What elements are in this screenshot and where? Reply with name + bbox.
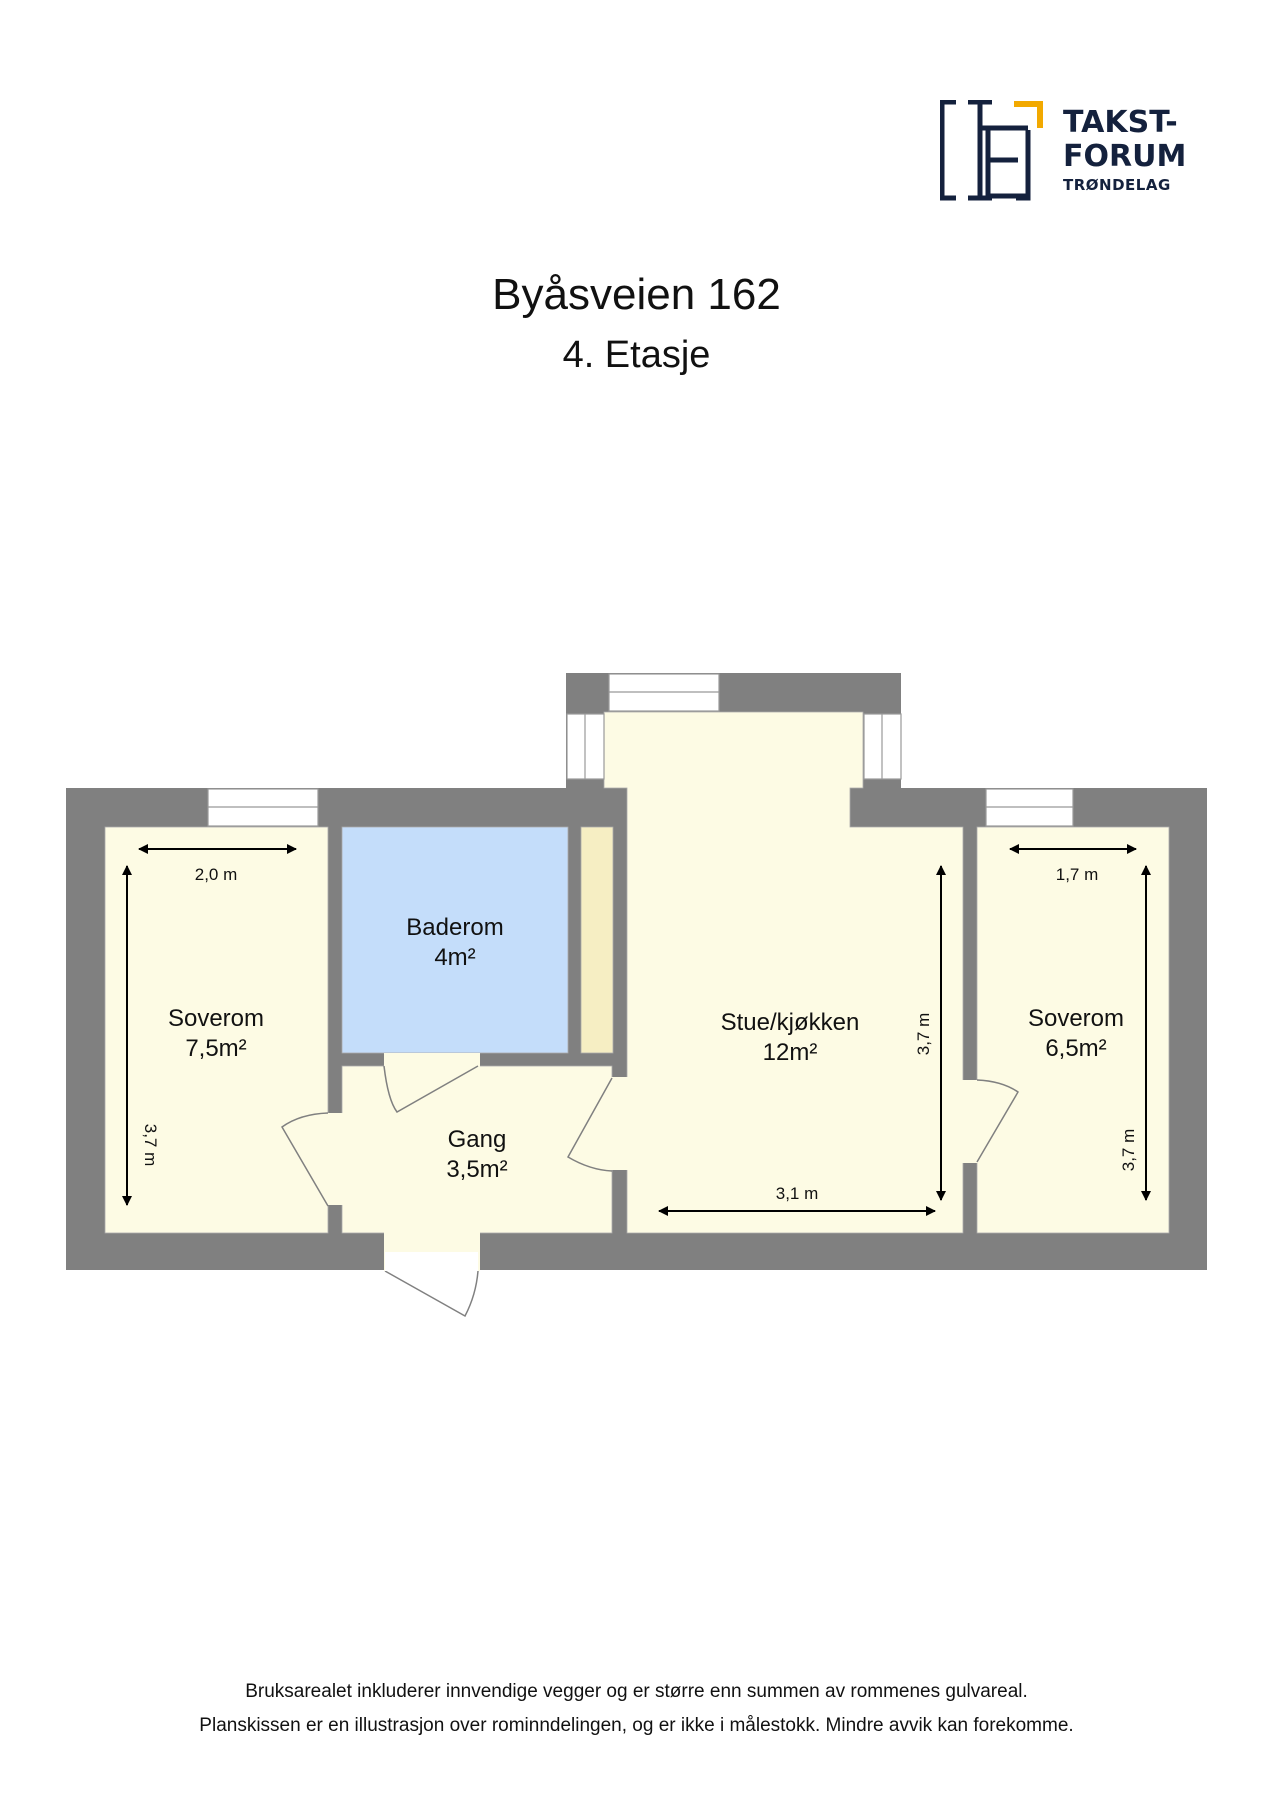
label-soverom-right-name: Soverom	[1028, 1005, 1124, 1032]
brand-line-2: FORUM	[1063, 139, 1187, 174]
windows	[207, 673, 1074, 827]
dim-label-stue-width: 3,1 m	[776, 1184, 819, 1203]
brand-line-3: TRØNDELAG	[1063, 176, 1171, 194]
room-gang	[341, 1065, 613, 1234]
brand-line-1: TAKST-	[1063, 105, 1178, 140]
dim-label-stue-length: 3,7 m	[914, 1013, 933, 1056]
door-soverom-right	[976, 1079, 1019, 1163]
label-soverom-left-name: Soverom	[168, 1005, 264, 1032]
room-labels: Soverom 7,5m² Baderom 4m² Gang 3,5m² Stu…	[168, 914, 1124, 1183]
dim-label-soverom-right-length: 3,7 m	[1119, 1129, 1138, 1172]
door-stue	[566, 1077, 613, 1172]
label-baderom-name: Baderom	[406, 914, 503, 941]
dim-label-soverom-left-length: 3,7 m	[141, 1124, 160, 1167]
address-title: Byåsveien 162	[492, 270, 781, 319]
dim-label-soverom-left-width: 2,0 m	[195, 865, 238, 884]
footer-note-area: Bruksarealet inkluderer innvendige vegge…	[245, 1681, 1028, 1702]
door-entrance	[384, 1270, 479, 1318]
brand-wordmark: TAKST- FORUM TRØNDELAG	[1063, 108, 1186, 193]
label-soverom-right-area: 6,5m²	[1045, 1035, 1106, 1062]
dimension-lines	[122, 844, 1151, 1216]
footer-note-disclaimer: Planskissen er en illustrasjon over romi…	[199, 1715, 1074, 1736]
label-soverom-left-area: 7,5m²	[185, 1035, 246, 1062]
room-baderom	[341, 826, 569, 1054]
dim-label-soverom-right-width: 1,7 m	[1056, 865, 1099, 884]
label-baderom-area: 4m²	[434, 944, 475, 971]
door-baderom	[383, 1065, 479, 1113]
room-soverom-right	[976, 826, 1170, 1234]
label-stue-area: 12m²	[763, 1039, 818, 1066]
label-gang-area: 3,5m²	[446, 1156, 507, 1183]
label-stue-name: Stue/kjøkken	[721, 1009, 860, 1036]
floor-subtitle: 4. Etasje	[562, 334, 711, 376]
label-gang-name: Gang	[448, 1126, 507, 1153]
dimension-labels: 2,0 m 3,7 m 3,1 m 3,7 m 1,7 m 3,7 m	[141, 865, 1138, 1203]
floors	[104, 711, 1170, 1234]
doors	[281, 1065, 1019, 1318]
room-soverom-left	[104, 826, 329, 1234]
storage-closet	[580, 826, 614, 1054]
door-soverom-left	[281, 1112, 329, 1207]
room-stue-kjokken	[603, 711, 964, 1234]
takstforum-logo-icon	[940, 100, 1043, 201]
